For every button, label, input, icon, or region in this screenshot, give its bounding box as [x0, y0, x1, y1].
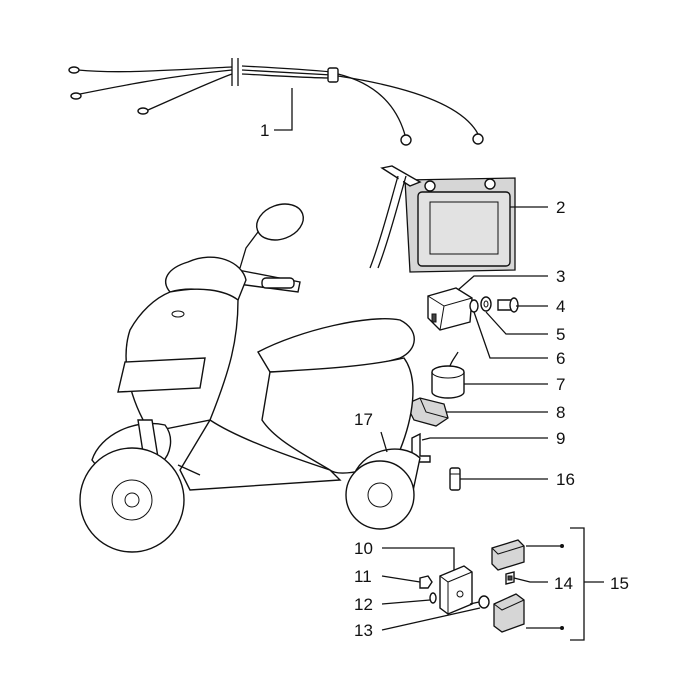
fuse-holder-top	[491, 539, 525, 571]
callout-labels: 1 2 3 4 5 6 7 8 9 10 11 12 13 14 15 16 1…	[260, 121, 629, 640]
callout-11: 11	[354, 567, 372, 586]
callout-13: 13	[354, 621, 373, 640]
screw-13	[469, 595, 490, 609]
fuse-holder-bottom	[493, 593, 525, 633]
leader-lines	[274, 88, 604, 641]
callout-3: 3	[556, 267, 565, 286]
callout-9: 9	[556, 429, 565, 448]
connector	[449, 467, 461, 491]
callout-7: 7	[556, 375, 565, 394]
callout-12: 12	[354, 595, 373, 614]
callout-2: 2	[556, 198, 565, 217]
callout-4: 4	[556, 297, 565, 316]
callout-5: 5	[556, 325, 565, 344]
callout-6: 6	[556, 349, 565, 368]
scooter-outline	[79, 203, 421, 553]
screw-washers	[469, 296, 519, 313]
rubber-mount	[405, 397, 449, 427]
callout-15: 15	[610, 574, 629, 593]
callout-10: 10	[354, 539, 373, 558]
callout-1: 1	[260, 121, 269, 140]
voltage-regulator	[439, 565, 473, 615]
horn-unit	[431, 351, 465, 399]
battery	[369, 165, 516, 273]
fuse	[505, 571, 515, 585]
callout-8: 8	[556, 403, 565, 422]
starter-relay	[427, 287, 473, 331]
callout-16: 16	[556, 470, 575, 489]
wiring-harness	[68, 58, 484, 146]
callout-14: 14	[554, 574, 573, 593]
nut-washer	[419, 575, 437, 604]
callout-17: 17	[354, 410, 373, 429]
